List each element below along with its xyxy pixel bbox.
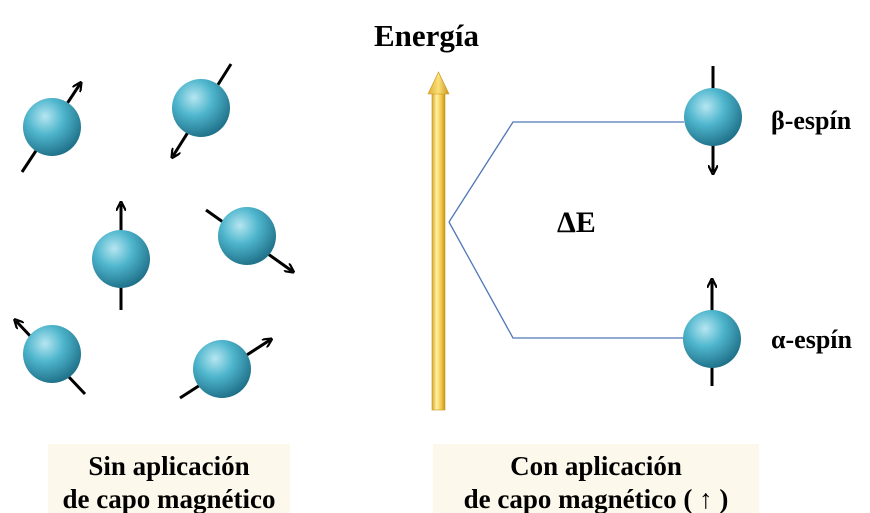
caption-with-field-line1: Con aplicación	[510, 451, 682, 481]
spin-sphere	[218, 207, 276, 265]
energy-arrow	[427, 71, 450, 411]
random-spin-6	[179, 340, 270, 400]
random-spin-1	[20, 84, 81, 173]
spin-sphere	[23, 98, 81, 156]
spin-sphere	[193, 340, 251, 398]
energy-label: Energía	[374, 18, 480, 53]
random-spin-2	[172, 63, 233, 156]
energy-level-lines	[448, 121, 684, 339]
random-spin-3	[92, 204, 150, 310]
alpha-spin-sphere	[683, 310, 741, 368]
random-spin-5	[16, 321, 87, 396]
caption-with-field-line2: de capo magnético ( ↑ )	[463, 483, 729, 513]
spin-sphere	[92, 230, 150, 288]
alpha-spin-label: α-espín	[771, 325, 852, 354]
spin-sphere	[23, 325, 81, 383]
alpha-spin	[683, 281, 741, 386]
delta-e-label: ΔE	[557, 206, 596, 239]
spin-sphere	[172, 79, 230, 137]
beta-spin-sphere	[684, 88, 742, 146]
alpha-level-line	[448, 221, 684, 339]
random-spin-4	[205, 207, 292, 271]
beta-level-line	[448, 121, 684, 223]
beta-spin	[684, 66, 742, 172]
caption-without-field-line1: Sin aplicación	[88, 451, 250, 481]
caption-without-field: Sin aplicación de capo magnético	[48, 444, 290, 513]
caption-without-field-line2: de capo magnético	[62, 483, 276, 513]
energy-arrow-head	[427, 71, 450, 95]
beta-spin-label: β-espín	[771, 106, 852, 135]
energy-arrow-shaft	[431, 91, 446, 411]
caption-with-field: Con aplicación de capo magnético ( ↑ )	[433, 444, 759, 513]
